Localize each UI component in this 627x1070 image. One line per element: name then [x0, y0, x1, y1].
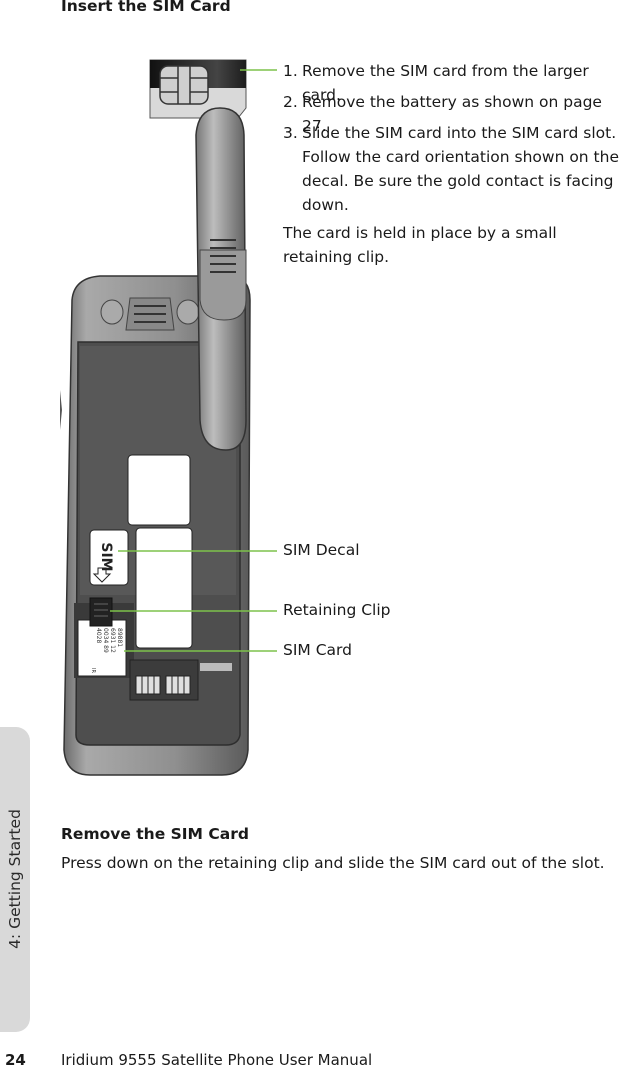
card-print-line: 0034 89 — [102, 628, 109, 653]
step-number: 1. — [283, 62, 298, 80]
callout-sim-card: SIM Card — [283, 641, 352, 659]
card-print-line: 6931 12 — [109, 628, 116, 653]
chapter-side-tab: 4: Getting Started — [0, 727, 30, 1032]
chapter-title: 4: Getting Started — [6, 809, 24, 949]
page-number: 24 — [5, 1051, 26, 1069]
sim-card-loose — [149, 59, 247, 119]
manual-title: Iridium 9555 Satellite Phone User Manual — [61, 1051, 373, 1069]
callout-sim-decal: SIM Decal — [283, 541, 360, 559]
card-print-line: 89881 — [116, 628, 123, 647]
step-text: Slide the SIM card into the SIM card slo… — [302, 124, 619, 214]
card-print-line: 4028 — [95, 628, 102, 643]
sim-decal-text: SIM — [98, 542, 114, 571]
section-heading: Insert the SIM Card — [61, 0, 231, 15]
remove-heading: Remove the SIM Card — [61, 825, 249, 843]
step-text: Remove the battery as shown on page 27. — [302, 93, 602, 135]
remove-instructions: Press down on the retaining clip and sli… — [61, 854, 605, 872]
retaining-clip-note: The card is held in place by a small ret… — [283, 224, 557, 266]
antenna — [195, 107, 247, 451]
card-small-print: IR — [90, 668, 96, 673]
step-number: 3. — [283, 124, 298, 142]
phone-illustration: SIM 89881 6931 12 0034 89 4028 IR — [60, 59, 277, 776]
step-text: Remove the SIM card from the larger card… — [302, 62, 589, 104]
callout-retaining-clip: Retaining Clip — [283, 601, 391, 619]
step-number: 2. — [283, 93, 298, 111]
